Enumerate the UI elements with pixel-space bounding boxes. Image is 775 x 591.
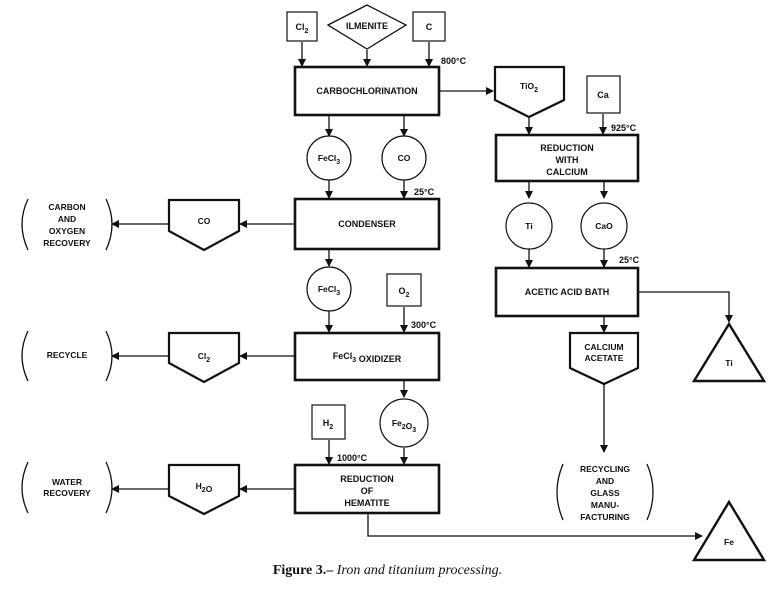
destination-carbon-oxygen-line-2: AND <box>58 214 76 224</box>
process-reduction-calcium-line-1: REDUCTION <box>540 143 594 153</box>
byproduct-cl2: Cl2 <box>167 331 241 384</box>
process-reduction-of-hematite: REDUCTION OF HEMATITE <box>293 463 441 515</box>
process-reduction-hematite-line-1: REDUCTION <box>340 474 394 484</box>
intermediate-cao: CaO <box>580 202 628 250</box>
input-h2-label: H2 <box>323 418 334 431</box>
input-o2: O2 <box>386 273 422 307</box>
intermediate-co-label: CO <box>398 153 411 163</box>
input-h2: H2 <box>311 404 346 440</box>
input-ilmenite-label: ILMENITE <box>346 21 388 31</box>
byproduct-h2o-label: H2O <box>196 481 213 494</box>
intermediate-fe2o3-label: Fe2O3 <box>392 418 416 434</box>
destination-glass-line-1: RECYCLING <box>580 464 630 474</box>
product-ti: Ti <box>691 321 767 383</box>
process-fecl3-oxidizer: FeCl3 OXIDIZER <box>293 331 441 382</box>
input-cl2-label: Cl2 <box>296 22 309 35</box>
input-ca: Ca <box>586 75 621 114</box>
temp-condenser: 25°C <box>414 187 435 197</box>
intermediate-fecl3-a: FeCl3 <box>306 135 352 181</box>
destination-carbon-oxygen-recovery: CARBON AND OXYGEN RECOVERY <box>21 198 113 251</box>
destination-recycling-glass: RECYCLING AND GLASS MANU- FACTURING <box>556 463 654 522</box>
destination-glass-line-5: FACTURING <box>580 512 630 522</box>
input-cl2: Cl2 <box>286 11 318 42</box>
destination-glass-line-2: AND <box>596 476 614 486</box>
process-acetic-acid-bath: ACETIC ACID BATH <box>494 266 640 318</box>
destination-carbon-oxygen-line-3: OXYGEN <box>49 226 85 236</box>
destination-water-line-1: WATER <box>52 477 82 487</box>
input-ilmenite: ILMENITE <box>326 4 408 50</box>
intermediate-fecl3-b: FeCl3 <box>306 266 352 312</box>
temp-oxidizer: 300°C <box>411 320 437 330</box>
byproduct-co-label: CO <box>198 216 211 226</box>
figure-caption-text: Iron and titanium processing. <box>336 563 503 578</box>
process-condenser: CONDENSER <box>293 197 441 251</box>
flow-arrows <box>111 42 733 540</box>
byproduct-co: CO <box>167 198 241 252</box>
byproduct-cl2-label: Cl2 <box>198 351 211 364</box>
input-c: C <box>412 11 446 42</box>
intermediate-co: CO <box>381 135 427 181</box>
arrow-acetic-bath-to-ti <box>638 291 733 323</box>
process-carbochlorination-label: CARBOCHLORINATION <box>316 86 417 96</box>
intermediate-ti: Ti <box>505 202 553 250</box>
process-condenser-label: CONDENSER <box>338 219 396 229</box>
intermediate-cao-label: CaO <box>595 221 613 231</box>
temp-acetic-acid-bath: 25°C <box>619 255 640 265</box>
temp-carbochlorination: 800°C <box>441 56 467 66</box>
intermediate-fe2o3: Fe2O3 <box>379 398 429 448</box>
temp-reduction-hematite: 1000°C <box>337 453 368 463</box>
process-reduction-with-calcium: REDUCTION WITH CALCIUM <box>494 133 640 183</box>
destination-carbon-oxygen-line-4: RECOVERY <box>43 238 91 248</box>
intermediate-fecl3-a-label: FeCl3 <box>318 153 340 166</box>
temp-reduction-calcium: 925°C <box>611 123 637 133</box>
process-carbochlorination: CARBOCHLORINATION <box>293 65 441 117</box>
byproduct-calcium-acetate-line-2: ACETATE <box>585 353 624 363</box>
byproduct-tio2: TiO2 <box>493 65 566 119</box>
byproduct-h2o: H2O <box>167 463 241 516</box>
product-fe-label: Fe <box>724 537 734 547</box>
product-ti-label: Ti <box>725 358 732 368</box>
intermediate-ti-label: Ti <box>525 221 532 231</box>
process-acetic-acid-bath-label: ACETIC ACID BATH <box>525 287 610 297</box>
figure-caption-label: Figure 3.– <box>272 563 334 578</box>
process-reduction-hematite-line-2: OF <box>361 486 374 496</box>
destination-carbon-oxygen-line-1: CARBON <box>48 202 85 212</box>
input-c-label: C <box>426 22 433 32</box>
figure-caption: Figure 3.– Iron and titanium processing. <box>0 563 775 579</box>
byproduct-calcium-acetate-line-1: CALCIUM <box>584 342 623 352</box>
input-ca-label: Ca <box>597 90 609 100</box>
input-o2-label: O2 <box>399 286 410 299</box>
process-fecl3-oxidizer-label: FeCl3 OXIDIZER <box>333 351 402 364</box>
process-reduction-calcium-line-2: WITH <box>556 155 579 165</box>
intermediate-fecl3-b-label: FeCl3 <box>318 284 340 297</box>
destination-recycle: RECYCLE <box>21 330 113 382</box>
process-reduction-calcium-line-3: CALCIUM <box>546 167 588 177</box>
arrow-reduction-to-fe <box>367 514 703 540</box>
process-reduction-hematite-line-3: HEMATITE <box>344 498 389 508</box>
destination-recycle-label: RECYCLE <box>47 350 88 360</box>
destination-water-recovery: WATER RECOVERY <box>21 461 113 514</box>
byproduct-calcium-acetate: CALCIUM ACETATE <box>568 331 640 386</box>
destination-glass-line-3: GLASS <box>590 488 620 498</box>
byproduct-tio2-label: TiO2 <box>520 81 538 94</box>
destination-glass-line-4: MANU- <box>591 500 619 510</box>
product-fe: Fe <box>691 499 767 562</box>
destination-water-line-2: RECOVERY <box>43 488 91 498</box>
